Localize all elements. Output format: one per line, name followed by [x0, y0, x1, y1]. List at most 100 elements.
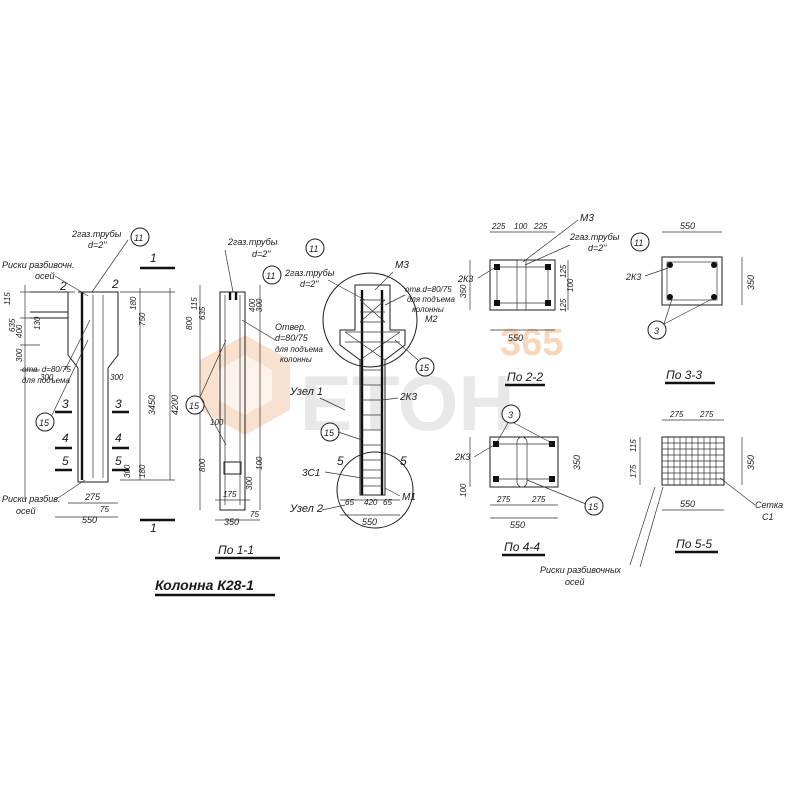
section-mark: 5	[400, 454, 407, 468]
note-d2: d=2"	[588, 243, 607, 253]
dim-text: 100	[514, 222, 528, 231]
dim-text: 300	[15, 348, 24, 362]
dim-text: 100	[210, 418, 224, 427]
dim-text: 550	[680, 221, 695, 231]
note-gas-pipes: 2газ.трубы	[227, 237, 278, 247]
dim-text: 275	[496, 495, 511, 504]
section-title-3-3: По 3-3	[666, 368, 702, 382]
cut-mark: 1	[150, 251, 157, 265]
callout-15: 15	[39, 418, 50, 428]
label-k3: 2К3	[399, 392, 417, 403]
note-otv3-c: колонны	[412, 305, 444, 314]
dim-text: 635	[8, 318, 17, 332]
section-mark: 5	[337, 454, 344, 468]
section-mark: 5	[62, 454, 69, 468]
dim-text: 3450	[147, 395, 157, 415]
section-title-2-2: По 2-2	[507, 370, 543, 384]
dim-text: 550	[362, 517, 377, 527]
note-otv-b: для подъема	[22, 376, 71, 385]
reinforcement-cage: 65 420 65 550 М3 2газ.трубы d=2" 11 отв.…	[155, 260, 456, 597]
section-mark: 2	[111, 277, 119, 291]
dim-text: 75	[100, 505, 109, 514]
callout-15: 15	[419, 363, 430, 373]
dim-text: 275	[531, 495, 546, 504]
note-gas-pipes: 2газ.трубы	[569, 232, 620, 242]
dim-text: 115	[190, 297, 199, 310]
callout-11: 11	[266, 271, 275, 281]
label-k3: 2К3	[454, 452, 470, 462]
note-otv2-d: колонны	[280, 355, 312, 364]
dim-text: 75	[250, 510, 259, 519]
note-risk-axes-c: Риски разбивочных	[540, 565, 622, 575]
section-mark: 4	[115, 431, 122, 445]
dim-text: 65	[383, 498, 392, 507]
dim-text: 550	[680, 499, 695, 509]
dim-text: 125	[559, 264, 568, 278]
note-risk-axes: Риски разбивочн.	[2, 260, 74, 270]
dim-text: 225	[491, 222, 506, 231]
dim-text: 350	[224, 517, 239, 527]
section-title-4-4: По 4-4	[504, 540, 540, 554]
callout-11: 11	[634, 238, 643, 248]
dim-text: 275	[84, 492, 101, 502]
dim-text: 115	[3, 292, 12, 305]
dim-text: 180	[129, 296, 138, 310]
dim-text: 175	[223, 490, 237, 499]
note-risk-axes-c-tail: осей	[565, 577, 585, 587]
callout-11: 11	[309, 244, 318, 254]
dim-text: 115	[629, 439, 638, 452]
dim-text: 550	[510, 520, 525, 530]
dim-text: 225	[533, 222, 548, 231]
label-setka-c1: С1	[762, 512, 774, 522]
section-4-4: 100 350 275 275 550 2К3 3 15 По 4-4	[454, 404, 604, 557]
callout-15: 15	[588, 502, 599, 512]
dim-text: 550	[508, 333, 523, 343]
callout-3: 3	[508, 410, 513, 420]
dim-text: 350	[746, 455, 756, 470]
label-m3: М3	[580, 213, 594, 224]
dim-text: 800	[198, 458, 207, 472]
dim-text: 175	[629, 464, 638, 478]
dim-text: 300	[255, 298, 264, 312]
watermark-number: 365	[500, 322, 563, 364]
label-uzel1: Узел 1	[289, 386, 323, 398]
dim-text: 350	[459, 284, 468, 298]
dim-text: 100	[566, 278, 575, 292]
note-otv3-b: для подъема	[407, 295, 456, 304]
section-mark: 3	[62, 397, 69, 411]
cut-mark: 1	[150, 521, 157, 535]
label-k3: 2К3	[625, 272, 641, 282]
note-otv2-b: d=80/75	[275, 333, 309, 343]
dim-text: 400	[15, 324, 24, 338]
section-mark: 3	[115, 397, 122, 411]
section-title-5-5: По 5-5	[676, 537, 712, 551]
note-risk-axes-b: Риски разбив.	[2, 494, 60, 504]
note-d2: d=2"	[300, 279, 319, 289]
section-mark: 4	[62, 431, 69, 445]
dim-text: 420	[364, 498, 378, 507]
label-c1: 3С1	[302, 468, 320, 479]
callout-3: 3	[654, 326, 659, 336]
dim-text: 350	[572, 455, 582, 470]
label-m2: М2	[425, 314, 438, 324]
section-mark: 5	[115, 454, 122, 468]
label-k3: 2К3	[457, 274, 473, 284]
note-otv3: отв.d=80/75	[405, 285, 452, 294]
dim-text: 550	[82, 515, 97, 525]
label-uzel2: Узел 2	[289, 503, 323, 515]
dim-text: 300	[110, 373, 124, 382]
dim-text: 800	[185, 316, 194, 330]
column-elevation-side: 115 635 800 400 300 800 300 100 100 175 …	[185, 237, 325, 560]
note-otv: отв. d=80/75	[22, 365, 71, 374]
callout-15: 15	[189, 401, 200, 411]
note-otv2: Отвер.	[275, 322, 307, 332]
dim-text: 635	[198, 306, 207, 320]
dim-text: 100	[459, 483, 468, 497]
drawing-title: Колонна К28-1	[155, 577, 254, 593]
dim-text: 180	[138, 464, 147, 478]
dim-text: 750	[138, 312, 147, 326]
section-5-5: 275 275 115 175 350 550 Сетка С1 По 5-5 …	[540, 410, 783, 587]
section-mark: 2	[59, 279, 67, 293]
callout-15: 15	[324, 428, 335, 438]
